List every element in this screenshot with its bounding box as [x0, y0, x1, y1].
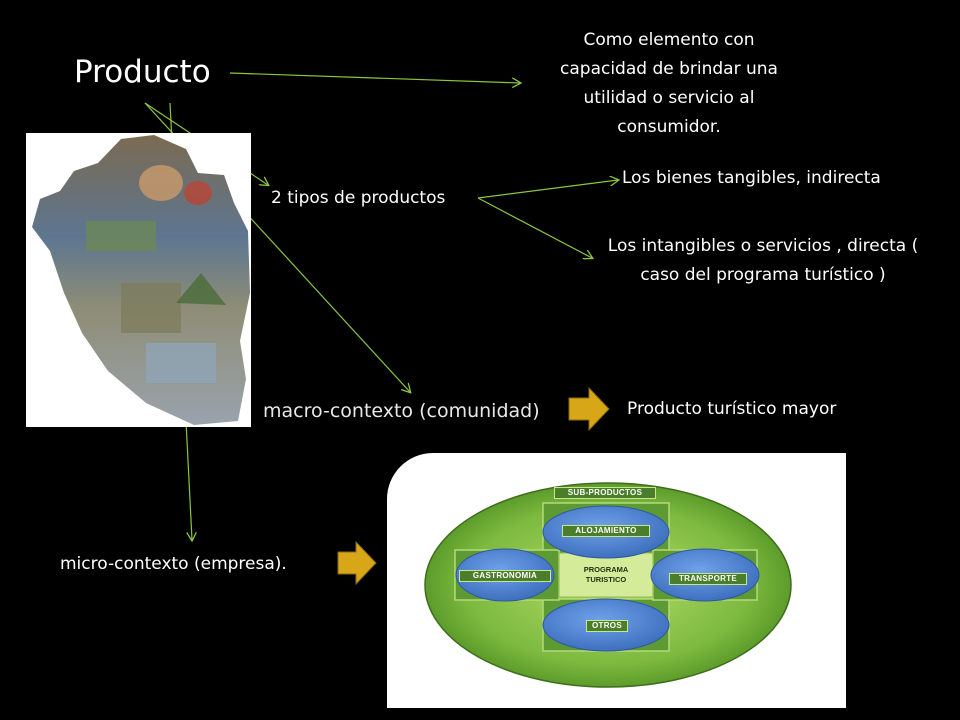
peru-map-collage	[26, 133, 251, 427]
otros-label: OTROS	[586, 620, 628, 632]
alojamiento-label: ALOJAMIENTO	[562, 525, 650, 537]
page-title: Producto	[74, 54, 211, 90]
tangibles-label: Los bienes tangibles, indirecta	[622, 168, 881, 188]
arrow-to-intangibles	[477, 197, 592, 258]
map-shape-image	[32, 135, 250, 425]
macro-context-label: macro-contexto (comunidad)	[263, 400, 540, 422]
macro-result-label: Producto turístico mayor	[627, 399, 837, 419]
sub-productos-label: SUB-PRODUCTOS	[554, 487, 656, 499]
micro-block-arrow	[337, 541, 377, 585]
sub-products-diagram: SUB-PRODUCTOS ALOJAMIENTO GASTRONOMIA TR…	[387, 453, 846, 708]
tipos-label: 2 tipos de productos	[271, 188, 446, 208]
transporte-label: TRANSPORTE	[669, 573, 747, 585]
definition-text: Como elemento con capacidad de brindar u…	[560, 30, 778, 137]
programa-label: PROGRAMA	[583, 565, 629, 574]
arrow-to-definition	[229, 72, 520, 83]
macro-block-arrow	[568, 387, 610, 431]
turistico-label: TURISTICO	[585, 575, 627, 584]
gastronomia-label: GASTRONOMIA	[459, 570, 551, 582]
micro-context-label: micro-contexto (empresa).	[60, 554, 287, 574]
arrow-to-tangibles	[477, 180, 618, 199]
intangibles-label: Los intangibles o servicios , directa ( …	[607, 236, 919, 285]
